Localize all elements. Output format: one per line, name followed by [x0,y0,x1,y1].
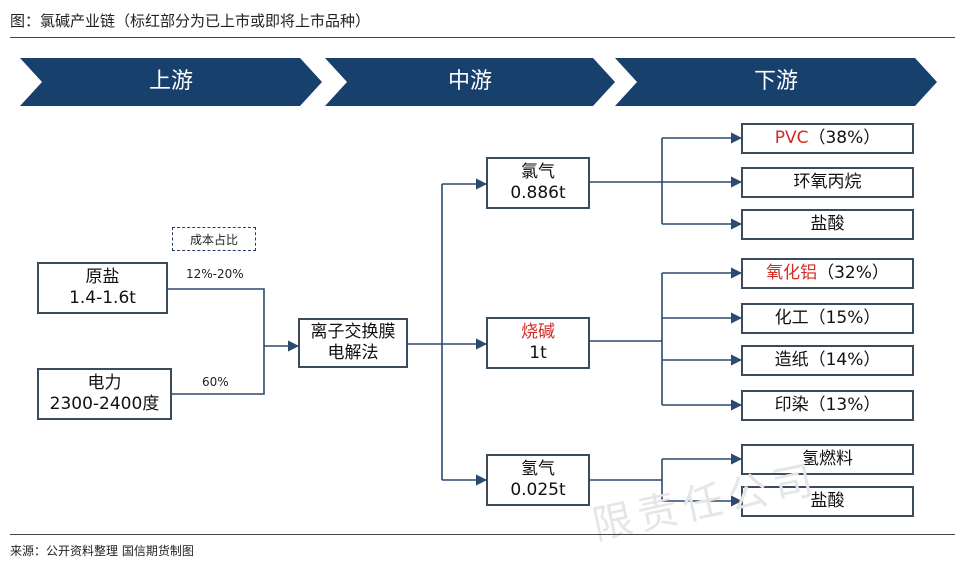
downstream-dyeing-share: （13%） [808,395,881,415]
product-chlorine-name: 氯气 [521,162,555,182]
stage-label-upstream: 上游 [148,69,193,94]
stage-label-downstream: 下游 [753,69,798,94]
source-divider [10,534,955,535]
downstream-chemicals-name: 化工 [774,308,809,328]
wire-power [172,346,265,395]
downstream-hydrochloric-acid-2-name: 盐酸 [810,491,845,511]
input-salt-amount: 1.4-1.6t [69,288,136,308]
power-cost-share: 60% [202,375,229,389]
downstream-propylene-oxide-box: 环氧丙烷 [741,167,914,198]
product-chlorine-box: 氯气 0.886t [486,157,590,209]
product-caustic-soda-name: 烧碱 [521,322,555,342]
downstream-pvc-share: （38%） [808,128,881,148]
downstream-pvc-name: PVC [774,128,809,148]
downstream-alumina-share: （32%） [817,263,889,283]
input-salt-box: 原盐 1.4-1.6t [37,262,168,314]
downstream-papermaking-share: （14%） [808,350,881,370]
downstream-papermaking-name: 造纸 [774,350,809,370]
salt-cost-share: 12%-20% [186,267,244,281]
process-line2: 电解法 [327,343,379,363]
stage-arrow-upstream [20,58,322,106]
downstream-dyeing-name: 印染 [774,395,809,415]
input-power-amount: 2300-2400度 [49,394,160,414]
product-hydrogen-amount: 0.025t [510,480,566,500]
downstream-hydrogen-fuel-name: 氢燃料 [802,449,853,469]
figure-title: 图：氯碱产业链（标红部分为已上市或即将上市品种） [10,12,371,30]
wire-salt [168,288,265,346]
stage-arrow-downstream [615,58,937,106]
downstream-chemicals-share: （15%） [808,308,881,328]
downstream-hydrochloric-acid-name: 盐酸 [810,214,845,234]
product-chlorine-amount: 0.886t [510,183,566,203]
stage-label-midstream: 中游 [447,69,492,94]
process-box: 离子交换膜 电解法 [298,318,408,368]
product-caustic-soda-amount: 1t [529,343,547,363]
input-power-box: 电力 2300-2400度 [37,368,172,420]
title-divider [10,37,955,38]
downstream-dyeing-box: 印染（13%） [741,390,914,421]
product-hydrogen-box: 氢气 0.025t [486,454,590,506]
product-hydrogen-name: 氢气 [521,459,555,479]
cost-share-label: 成本占比 [172,227,256,251]
downstream-papermaking-box: 造纸（14%） [741,345,914,376]
figure-source: 来源：公开资料整理 国信期货制图 [10,544,194,558]
downstream-hydrogen-fuel-box: 氢燃料 [741,444,914,475]
downstream-alumina-box: 氧化铝（32%） [741,258,914,289]
downstream-propylene-oxide-name: 环氧丙烷 [793,172,862,192]
product-caustic-soda-box: 烧碱 1t [486,317,590,369]
input-power-name: 电力 [87,373,122,393]
downstream-chemicals-box: 化工（15%） [741,303,914,334]
downstream-hydrochloric-acid-2-box: 盐酸 [741,486,914,517]
process-line1: 离子交换膜 [310,322,396,342]
downstream-pvc-box: PVC（38%） [741,123,914,154]
stage-arrow-midstream [325,58,615,106]
downstream-hydrochloric-acid-box: 盐酸 [741,209,914,240]
input-salt-name: 原盐 [85,267,120,287]
downstream-alumina-name: 氧化铝 [766,263,818,283]
